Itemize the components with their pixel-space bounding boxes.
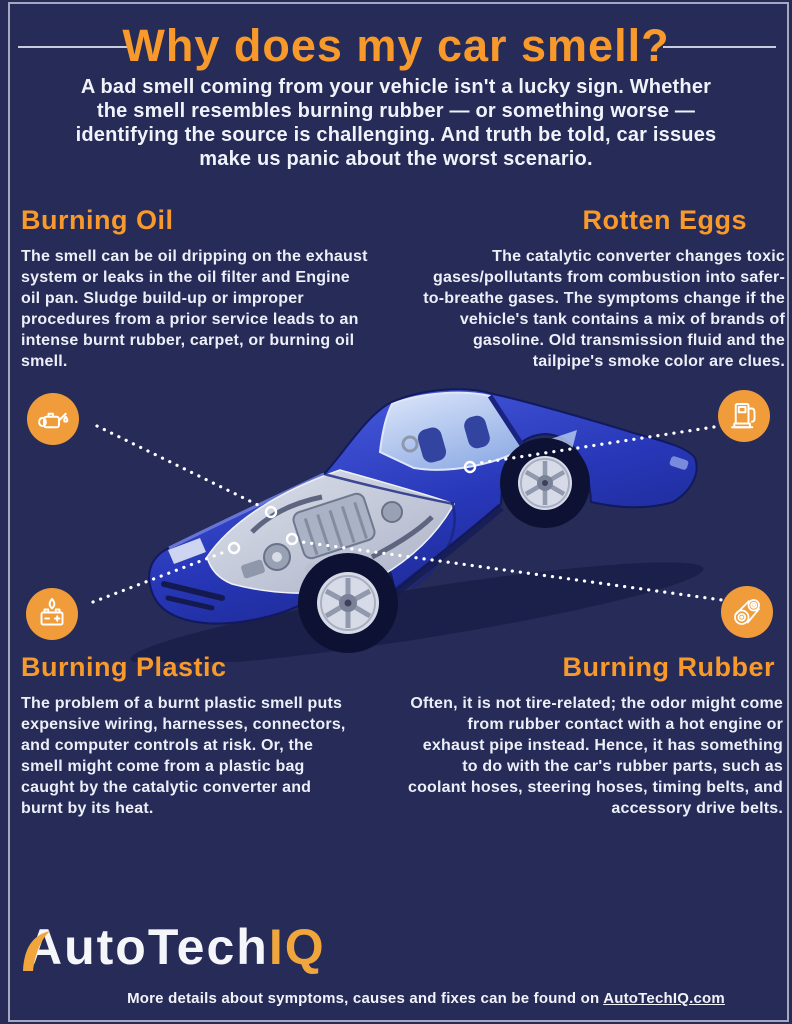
section-burning-rubber: Burning Rubber Often, it is not tire-rel…: [405, 652, 783, 819]
gas-icon-badge: [718, 390, 770, 442]
autotechiq-logo: AutoTechIQ: [23, 918, 326, 976]
belt-icon-badge: [721, 586, 773, 638]
title-rule-right: [663, 46, 776, 48]
section-body-rotten-eggs: The catalytic converter changes toxic ga…: [423, 248, 785, 370]
belt-pulley-icon: [734, 599, 760, 625]
title-rule-left: [18, 46, 132, 48]
logo-a-accent-icon: [23, 931, 50, 971]
hood-highlight: [168, 472, 325, 550]
section-body-burning-rubber: Often, it is not tire-related; the odor …: [407, 695, 783, 817]
oil-icon-badge: [27, 393, 79, 445]
footer-note: More details about symptoms, causes and …: [70, 990, 782, 1007]
section-burning-plastic: Burning Plastic The problem of a burnt p…: [21, 652, 357, 819]
logo-text-orange: IQ: [268, 919, 326, 975]
section-burning-oil: Burning Oil The smell can be oil drippin…: [21, 205, 373, 372]
section-title-rotten-eggs: Rotten Eggs: [582, 205, 747, 235]
oil-can-icon: [38, 412, 69, 429]
footer-note-text: More details about symptoms, causes and …: [127, 990, 604, 1007]
section-title-burning-oil: Burning Oil: [21, 205, 174, 235]
rear-wheel: [500, 438, 590, 528]
section-title-burning-plastic: Burning Plastic: [21, 652, 227, 682]
fuel-pump-icon: [731, 403, 756, 429]
section-title-burning-rubber: Burning Rubber: [562, 652, 775, 682]
battery-icon-badge: [26, 588, 78, 640]
logo-text-white: AutoTech: [26, 919, 269, 975]
intro-text: A bad smell coming from your vehicle isn…: [75, 76, 717, 170]
car-cutaway-illustration: [130, 388, 704, 662]
footer-link[interactable]: AutoTechIQ.com: [603, 990, 725, 1007]
page-title: Why does my car smell?: [122, 20, 670, 71]
front-wheel: [298, 553, 398, 653]
car-battery-icon: [40, 598, 64, 626]
section-rotten-eggs: Rotten Eggs The catalytic converter chan…: [421, 205, 785, 372]
section-body-burning-plastic: The problem of a burnt plastic smell put…: [21, 695, 346, 817]
section-body-burning-oil: The smell can be oil dripping on the exh…: [21, 248, 368, 370]
